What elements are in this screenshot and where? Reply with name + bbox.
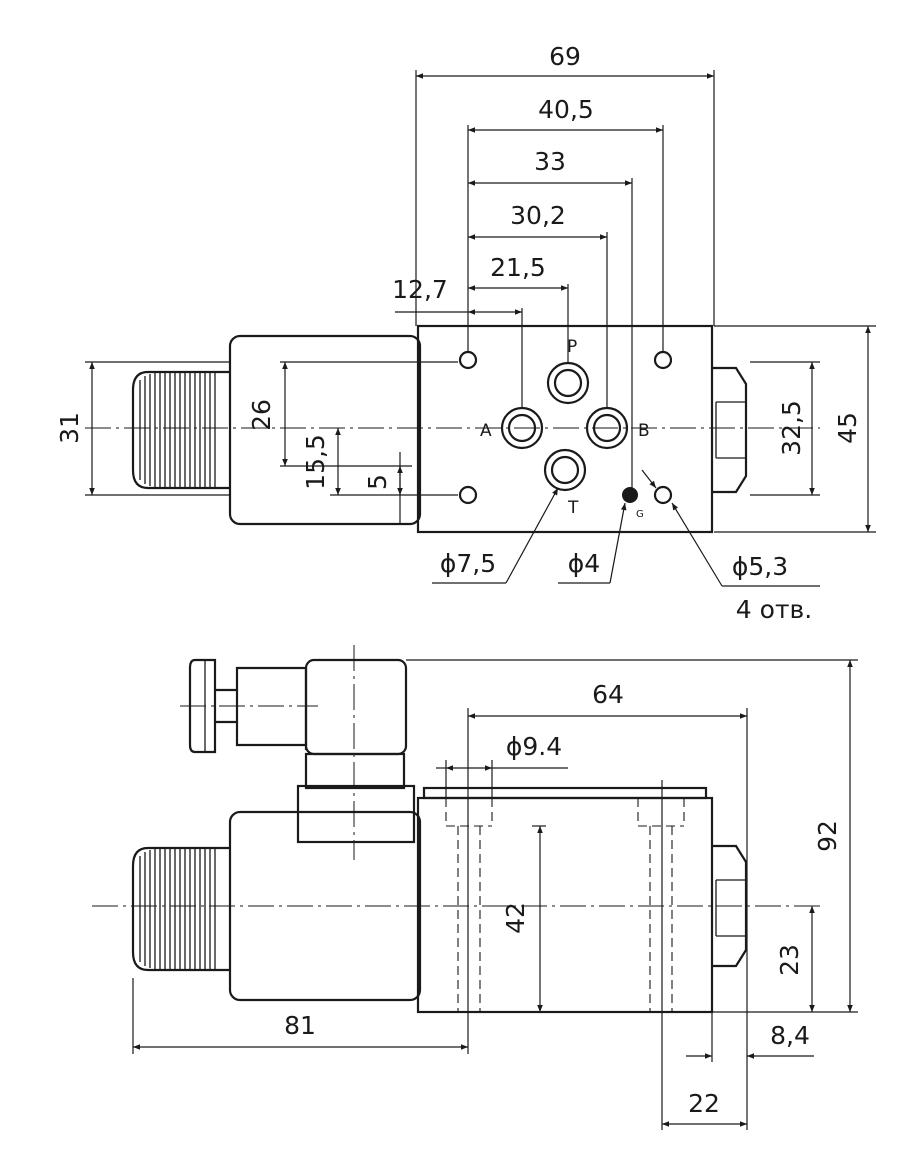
bolt-hole-bottom-right (653, 485, 673, 505)
port-label-p: P (567, 337, 577, 357)
dim-9-4: ϕ9.4 (506, 732, 562, 761)
port-label-a: A (480, 421, 492, 441)
dim-22: 22 (688, 1089, 720, 1118)
callout-port-dia: ϕ7,5 (440, 549, 496, 578)
top-view: P A B T G 69 40,5 33 30,2 21,5 12,7 31 (55, 42, 876, 624)
port-a-inner (507, 413, 537, 443)
coil-body (228, 334, 422, 526)
dim-64: 64 (592, 680, 624, 709)
dim-23: 23 (775, 944, 804, 976)
dim-81: 81 (284, 1011, 316, 1040)
callout-pin-dia: ϕ4 (568, 549, 600, 578)
bolt-hole-top-right (653, 350, 673, 370)
dim-8-4: 8,4 (770, 1021, 810, 1050)
port-label-t: T (567, 498, 579, 518)
override-nut (712, 366, 748, 494)
dim-21-5: 21,5 (490, 253, 546, 282)
bolt-hole-top-left (458, 350, 478, 370)
dim-31: 31 (55, 412, 84, 444)
dim-26: 26 (247, 399, 276, 431)
dim-30-2: 30,2 (510, 201, 566, 230)
dim-5: 5 (363, 474, 392, 490)
coil-body-side (228, 810, 422, 1002)
connector-plug (188, 658, 416, 844)
side-view: 64 ϕ9.4 42 92 23 81 8,4 22 (92, 645, 858, 1130)
port-label-g: G (636, 509, 644, 520)
port-b-inner (592, 413, 622, 443)
dim-32-5: 32,5 (777, 400, 806, 456)
dim-33: 33 (534, 147, 566, 176)
locating-pin (622, 487, 638, 503)
port-p-inner (553, 368, 583, 398)
knurled-nut-side (131, 846, 230, 972)
callout-bolt-dia: ϕ5,3 (732, 552, 788, 581)
dim-69: 69 (549, 42, 581, 71)
dim-40-5: 40,5 (538, 95, 594, 124)
knurled-nut (131, 370, 230, 490)
port-t-outer (543, 448, 587, 492)
dim-15-5: 15,5 (301, 434, 330, 490)
dim-92: 92 (813, 820, 842, 852)
bolt-hole-bottom-left (458, 485, 478, 505)
valve-body-top (416, 324, 714, 534)
callout-bolt-count: 4 отв. (736, 595, 812, 624)
valve-body-side (416, 796, 714, 1014)
override-nut-side (712, 844, 748, 968)
cover-plate (422, 786, 708, 800)
dim-12-7: 12,7 (392, 275, 448, 304)
dim-45: 45 (833, 412, 862, 444)
port-t-inner (550, 455, 580, 485)
dim-42: 42 (501, 902, 530, 934)
port-label-b: B (638, 421, 650, 441)
